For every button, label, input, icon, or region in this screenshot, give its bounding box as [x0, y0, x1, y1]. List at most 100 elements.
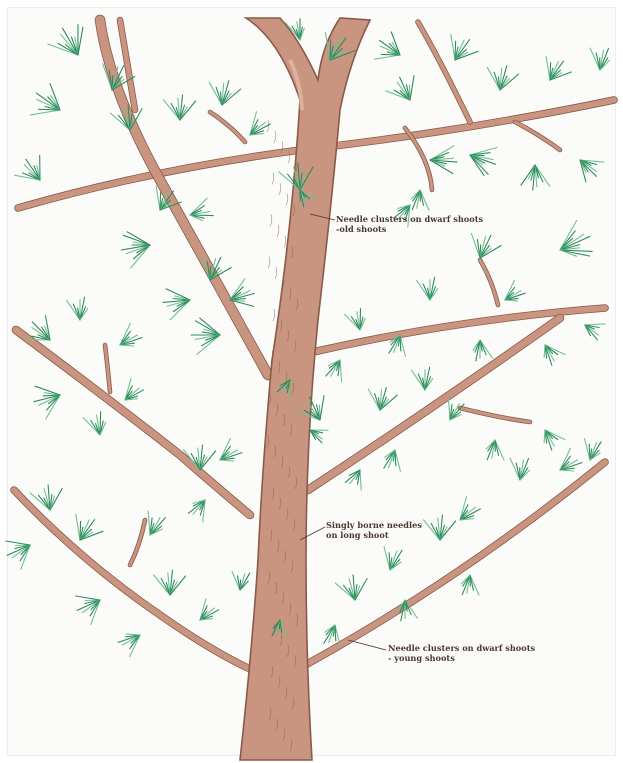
- branch-lower-left-outline: [14, 490, 248, 668]
- bark-texture: [274, 131, 276, 143]
- label-young-shoots-line1: Needle clusters on dwarf shoots: [388, 643, 535, 653]
- label-young-shoots-line2: - young shoots: [388, 653, 535, 663]
- branch-upper-left-diagonal: [100, 20, 268, 375]
- needle-cluster: [374, 32, 400, 59]
- needle-cluster: [585, 324, 605, 340]
- branch-top-right-twig: [418, 22, 470, 122]
- needle-cluster: [188, 500, 205, 522]
- needle: [420, 190, 429, 210]
- needle: [470, 575, 479, 595]
- needle-cluster: [560, 220, 592, 256]
- needle-cluster: [451, 34, 478, 60]
- label-pointer-line: [348, 640, 386, 650]
- needle-cluster: [384, 450, 401, 471]
- branch-lower-left: [14, 490, 248, 668]
- needle: [166, 289, 190, 300]
- needle-cluster: [120, 323, 142, 346]
- bark-texture: [272, 173, 274, 185]
- needle-cluster: [430, 146, 457, 174]
- needle: [410, 76, 414, 100]
- branch-lower-right: [300, 462, 605, 668]
- needle: [505, 300, 518, 301]
- label-old-shoots-line1: Needle clusters on dwarf shoots: [336, 214, 483, 224]
- needle-cluster: [521, 165, 550, 190]
- bark-texture: [284, 236, 286, 248]
- needle-cluster: [164, 95, 196, 120]
- needle: [560, 470, 574, 471]
- needle-cluster: [14, 155, 40, 180]
- needle-cluster: [190, 198, 213, 220]
- bark-texture: [277, 225, 279, 237]
- branch-top-right-spur2: [515, 122, 560, 150]
- needle: [76, 514, 80, 540]
- label-old-shoots: Needle clusters on dwarf shoots -old sho…: [336, 214, 483, 234]
- needle: [495, 440, 504, 460]
- label-old-shoots-line2: -old shoots: [336, 224, 483, 234]
- needle-cluster: [471, 234, 501, 259]
- needle-cluster: [487, 66, 519, 90]
- needle-cluster: [121, 232, 150, 268]
- needle: [448, 398, 450, 420]
- needle-cluster: [154, 570, 186, 595]
- needle-cluster: [470, 148, 497, 176]
- bark-texture: [268, 257, 270, 269]
- bark-texture: [270, 215, 272, 227]
- needle: [197, 335, 220, 354]
- needle: [510, 458, 520, 480]
- bark-texture: [273, 309, 275, 321]
- needle: [451, 34, 455, 60]
- needle: [544, 430, 545, 443]
- needle-cluster: [585, 439, 602, 460]
- needle: [560, 234, 584, 250]
- needle: [585, 324, 605, 325]
- needle: [120, 345, 134, 346]
- needle-cluster: [326, 360, 342, 382]
- needle: [6, 541, 30, 545]
- needle: [335, 583, 355, 600]
- bark-texture: [279, 183, 281, 195]
- needle-cluster: [345, 470, 361, 490]
- label-long-shoot-line2: on long shoot: [326, 530, 422, 540]
- needle: [148, 511, 150, 535]
- bark-texture: [286, 194, 288, 206]
- needle-cluster: [200, 599, 219, 620]
- needle: [430, 146, 454, 160]
- needle: [76, 596, 100, 600]
- needle-cluster: [386, 76, 414, 100]
- needle-cluster: [76, 596, 100, 624]
- needle: [320, 396, 324, 420]
- bark-texture: [275, 267, 277, 279]
- needle-cluster: [83, 412, 105, 435]
- needle-cluster: [510, 458, 529, 480]
- needle-cluster: [424, 515, 456, 540]
- needle-cluster: [590, 48, 610, 70]
- needle: [590, 48, 600, 70]
- needle: [30, 110, 60, 115]
- needle-cluster: [67, 297, 88, 320]
- needle-cluster: [412, 367, 433, 390]
- needle-cluster: [48, 25, 83, 55]
- needle: [374, 55, 400, 59]
- label-young-shoots: Needle clusters on dwarf shoots - young …: [388, 643, 535, 663]
- needle-cluster: [560, 448, 582, 471]
- needle-cluster: [345, 309, 366, 330]
- needle-cluster: [544, 430, 565, 450]
- needle: [544, 345, 545, 358]
- needle: [360, 470, 361, 490]
- needle-cluster: [486, 440, 504, 460]
- needle-cluster: [310, 430, 328, 443]
- needle-cluster: [76, 514, 103, 540]
- needle-cluster: [461, 575, 479, 595]
- needle-cluster: [163, 289, 190, 320]
- needle-cluster: [220, 438, 242, 461]
- needle-cluster: [546, 56, 571, 80]
- needle-cluster: [118, 634, 140, 657]
- needle: [220, 460, 234, 461]
- needle-cluster: [335, 575, 367, 600]
- needle: [340, 360, 342, 382]
- needle-cluster: [460, 497, 480, 520]
- needle-cluster: [411, 190, 429, 210]
- needle: [535, 165, 550, 186]
- needle-cluster: [34, 386, 60, 419]
